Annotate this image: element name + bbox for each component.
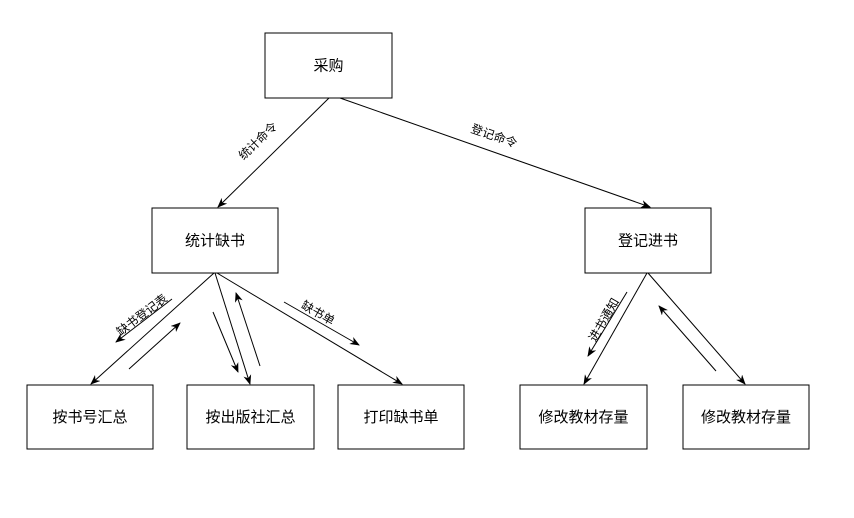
edge-register-to-modify-1 [583, 272, 648, 385]
node-register-in: 登记进书 [584, 207, 712, 274]
flow-publisher-up [235, 292, 261, 367]
node-stat-missing: 统计缺书 [151, 207, 279, 274]
node-by-number-label: 按书号汇总 [52, 408, 127, 426]
edge-stat-to-by-publisher [214, 272, 252, 385]
node-purchase-label: 采购 [313, 57, 343, 75]
node-register-in-label: 登记进书 [618, 232, 678, 250]
edge-purchase-to-register [339, 97, 651, 208]
node-modify-stock-2: 修改教材存量 [682, 384, 810, 450]
edge-stat-to-by-number [90, 272, 215, 385]
node-purchase: 采购 [264, 32, 393, 99]
node-by-publisher-label: 按出版社汇总 [205, 408, 295, 426]
flow-publisher-down [212, 311, 239, 373]
node-modify-stock-2-label: 修改教材存量 [701, 408, 791, 426]
label-arrival-notice: 进书通知 [586, 296, 622, 345]
label-stat-command: 统计命令 [235, 119, 280, 163]
node-by-publisher: 按出版社汇总 [186, 384, 315, 450]
node-modify-stock-1: 修改教材存量 [519, 384, 648, 450]
node-print-missing: 打印缺书单 [337, 384, 465, 450]
flow-missing-table-return [128, 322, 181, 370]
edge-stat-to-print [216, 272, 403, 385]
label-missing-register-table: 缺书登记表 [113, 291, 170, 339]
flow-arrival-notice [587, 291, 628, 357]
flow-modify-return [658, 305, 717, 372]
node-stat-missing-label: 统计缺书 [185, 232, 245, 250]
node-print-missing-label: 打印缺书单 [363, 408, 438, 426]
flow-missing-list [283, 301, 360, 346]
node-by-number: 按书号汇总 [26, 384, 154, 450]
flow-missing-table-up [115, 298, 173, 343]
edge-purchase-to-stat [217, 97, 330, 208]
node-modify-stock-1-label: 修改教材存量 [538, 408, 628, 426]
edge-register-to-modify-2 [647, 272, 746, 385]
label-missing-list: 缺书单 [299, 297, 338, 328]
